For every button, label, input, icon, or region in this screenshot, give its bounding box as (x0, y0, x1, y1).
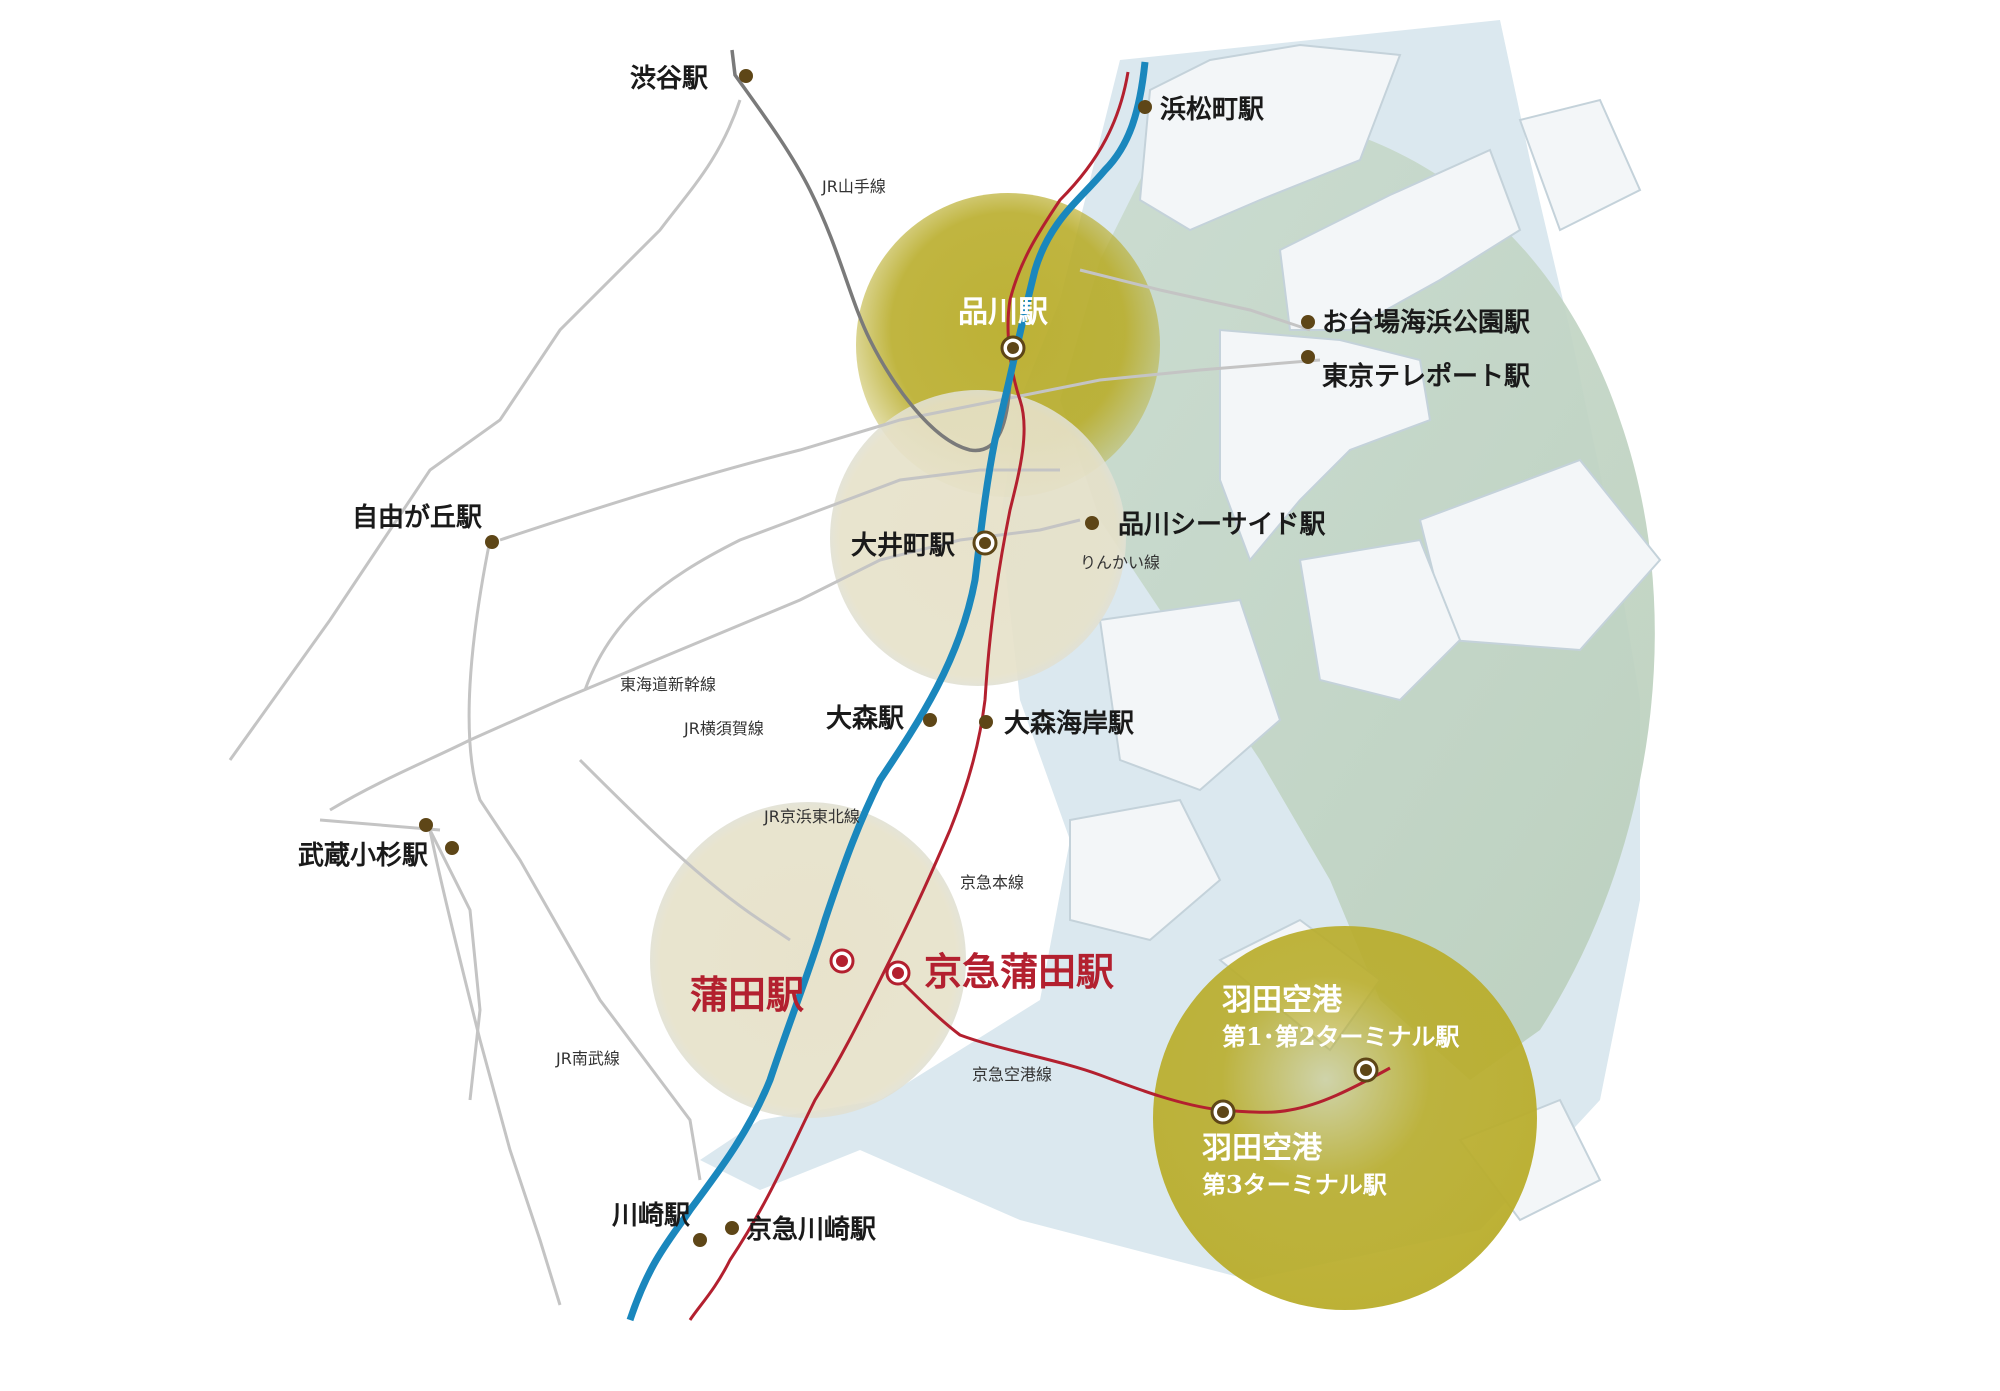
odaiba-dot (1301, 315, 1315, 329)
label-oimachi: 大井町駅 (851, 531, 955, 561)
label-jiyugaoka: 自由が丘駅 (352, 502, 482, 533)
keikyu-airport-line (896, 976, 1391, 1114)
station-dots (419, 69, 1379, 1247)
label-shibuya: 渋谷駅 (630, 64, 708, 94)
label-yamanote: JR山手線 (821, 177, 886, 196)
station-labels: 渋谷駅 浜松町駅 品川駅 お台場海浜公園駅 東京テレポート駅 自由が丘駅 大井町… (298, 64, 1530, 1245)
line-labels: JR山手線 りんかい線 東海道新幹線 JR横須賀線 JR京浜東北線 京急本線 J… (555, 177, 1160, 1084)
label-keikyu-kamata: 京急蒲田駅 (924, 949, 1114, 994)
yamanote-line (730, 49, 1012, 453)
kamata-area (650, 802, 966, 1118)
hamamatsucho-dot (1138, 100, 1152, 114)
label-haneda-t3-2: 第3ターミナル駅 (1202, 1170, 1387, 1199)
label-keikyu-kawasaki: 京急川崎駅 (746, 1214, 876, 1245)
omori-kaigan-dot (979, 715, 993, 729)
label-haneda-t3-1: 羽田空港 (1202, 1131, 1323, 1166)
omori-dot (923, 713, 937, 727)
jiyugaoka-dot (485, 535, 499, 549)
keikyu-kawasaki-dot (725, 1221, 739, 1235)
label-haneda-t12-2: 第1･第2ターミナル駅 (1222, 1022, 1459, 1051)
shibuya-dot (739, 69, 753, 83)
haneda-area (1153, 926, 1537, 1310)
label-yokosuka: JR横須賀線 (683, 719, 764, 738)
label-tokaido-shinkansen: 東海道新幹線 (620, 675, 716, 694)
label-omori-kaigan: 大森海岸駅 (1004, 709, 1134, 739)
label-keihin-tohoku: JR京浜東北線 (763, 807, 860, 826)
keikyu-main-line (688, 71, 1130, 1321)
label-shinagawa-seaside: 品川シーサイド駅 (1118, 510, 1325, 540)
musashi-kosugi-dot-1 (419, 818, 433, 832)
label-rinkai: りんかい線 (1080, 553, 1160, 572)
label-keikyu-airport: 京急空港線 (972, 1065, 1052, 1084)
keihin-tohoku-line (626, 61, 1149, 1322)
tokyo-teleport-dot (1301, 350, 1315, 364)
label-omori: 大森駅 (826, 704, 904, 734)
label-kawasaki: 川崎駅 (612, 1201, 690, 1231)
label-musashi-kosugi: 武蔵小杉駅 (298, 841, 428, 871)
other-lines (228, 99, 1321, 1306)
label-hamamatsucho: 浜松町駅 (1160, 95, 1264, 125)
label-nambu: JR南武線 (555, 1049, 620, 1068)
label-tokyo-teleport: 東京テレポート駅 (1322, 361, 1530, 392)
label-odaiba: お台場海浜公園駅 (1322, 307, 1530, 338)
label-kamata: 蒲田駅 (690, 972, 804, 1017)
musashi-kosugi-dot-2 (445, 841, 459, 855)
shinagawa-seaside-dot (1085, 516, 1099, 530)
label-shinagawa: 品川駅 (958, 295, 1048, 330)
label-haneda-t12-1: 羽田空港 (1222, 983, 1343, 1018)
label-keikyu-main: 京急本線 (960, 873, 1024, 892)
kawasaki-dot (693, 1233, 707, 1247)
